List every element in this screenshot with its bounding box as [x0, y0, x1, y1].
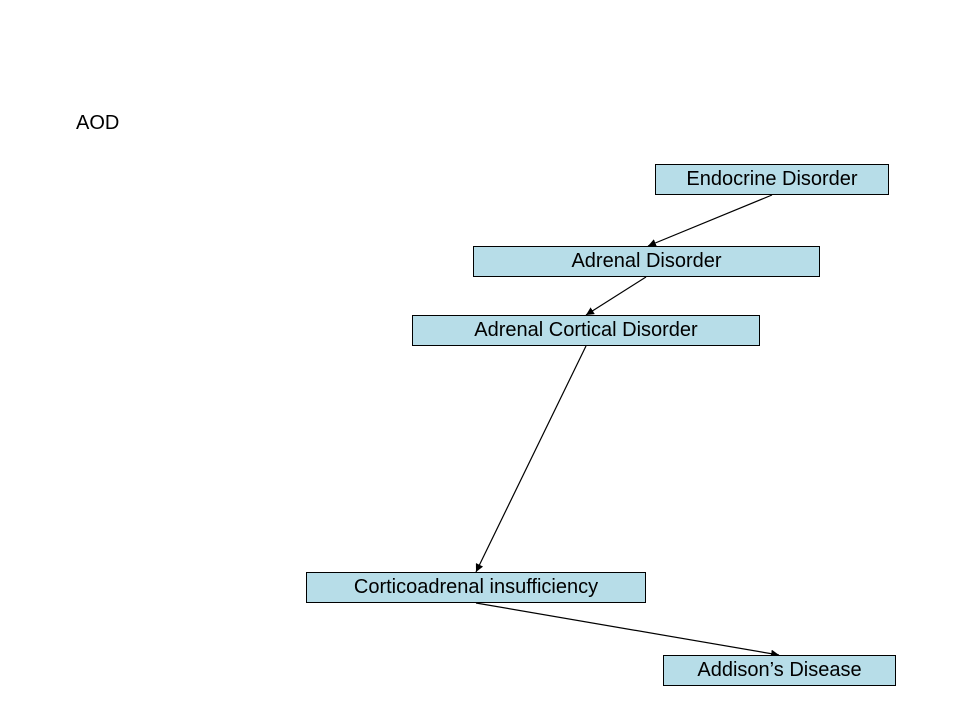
node-corticoadrenal-insufficiency: Corticoadrenal insufficiency [306, 572, 646, 603]
node-addisons-disease: Addison’s Disease [663, 655, 896, 686]
edge-corticoadrenal-to-addisons [475, 602, 780, 658]
node-adrenal-cortical-disorder: Adrenal Cortical Disorder [412, 315, 760, 346]
edge-cortical-to-corticoadrenal [475, 345, 587, 573]
aod-label: AOD [76, 112, 120, 134]
node-endocrine-disorder: Endocrine Disorder [655, 164, 889, 195]
node-adrenal-disorder: Adrenal Disorder [473, 246, 820, 277]
edge-endocrine-to-adrenal [647, 194, 773, 247]
edge-adrenal-to-cortical [585, 276, 647, 316]
